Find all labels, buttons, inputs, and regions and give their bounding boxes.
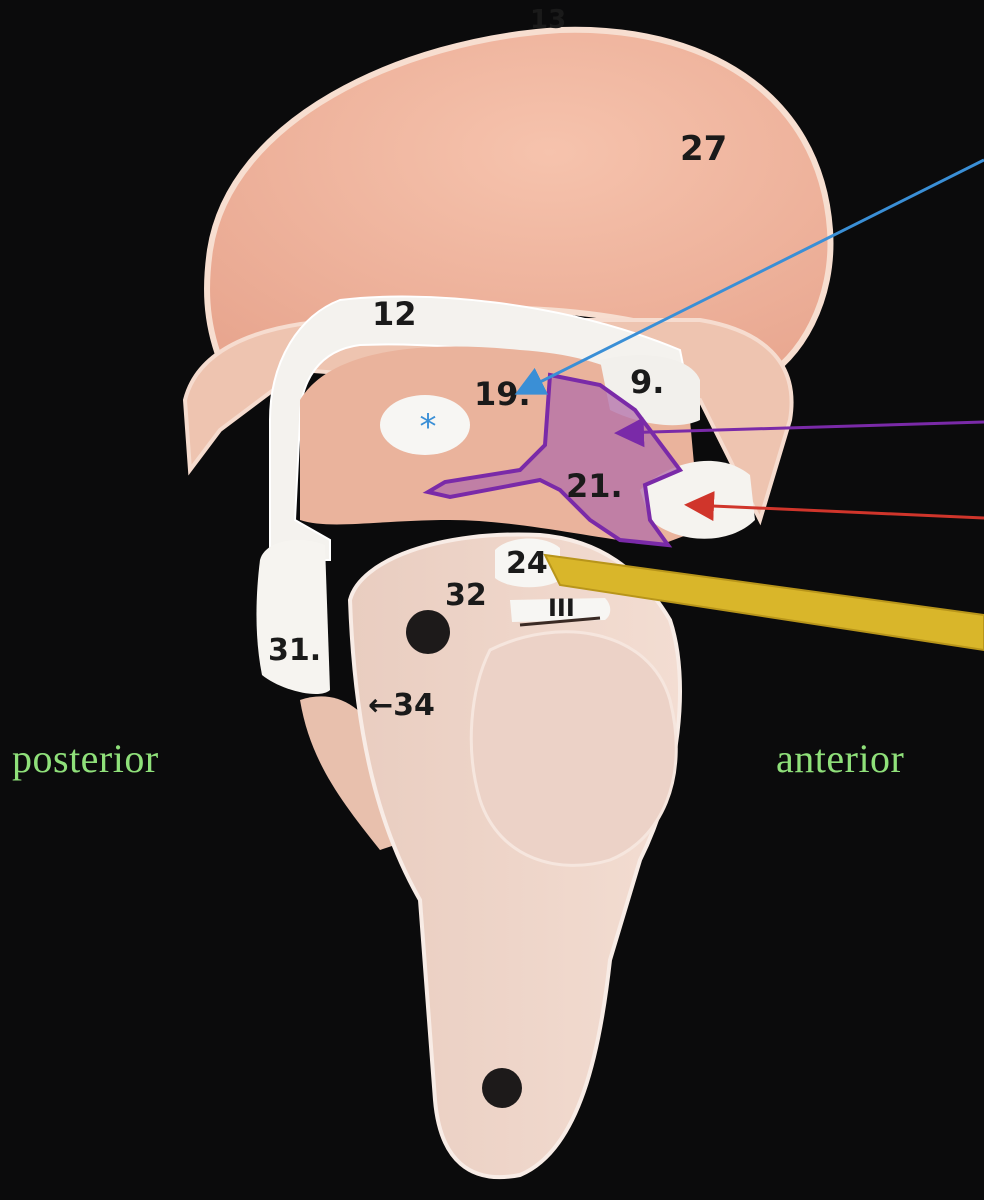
interthalamic-marker: * bbox=[420, 407, 437, 447]
label-top: 13 bbox=[530, 5, 566, 35]
yellow-pointer bbox=[543, 553, 984, 652]
label-cerebellum: 31. bbox=[268, 633, 321, 668]
posterior-label: posterior bbox=[12, 736, 159, 781]
blue-arrow bbox=[514, 158, 984, 395]
label-cerebrum: 27 bbox=[680, 129, 727, 169]
pin-lower bbox=[482, 1068, 522, 1108]
label-brainstem: ←34 bbox=[368, 688, 435, 723]
label-thalamus: 19. bbox=[474, 375, 531, 413]
mammillary-block bbox=[495, 538, 560, 588]
interthalamic-oval bbox=[380, 395, 470, 455]
label-corpus-callosum: 12 bbox=[372, 295, 417, 333]
label-hypothalamus: 21. bbox=[566, 467, 623, 505]
groove-line bbox=[519, 616, 601, 627]
red-arrow bbox=[684, 491, 984, 522]
purple-arrow bbox=[614, 417, 984, 448]
label-fornix: 9. bbox=[630, 363, 664, 401]
label-32: 32 bbox=[445, 578, 487, 613]
cerebellum bbox=[256, 540, 330, 695]
anterior-label: anterior bbox=[776, 736, 905, 781]
pons bbox=[469, 630, 678, 867]
oculomotor-block bbox=[510, 598, 611, 622]
label-pons-cn: III bbox=[548, 594, 575, 622]
pin-upper bbox=[406, 610, 450, 654]
label-mammillary: 24 bbox=[506, 546, 548, 581]
